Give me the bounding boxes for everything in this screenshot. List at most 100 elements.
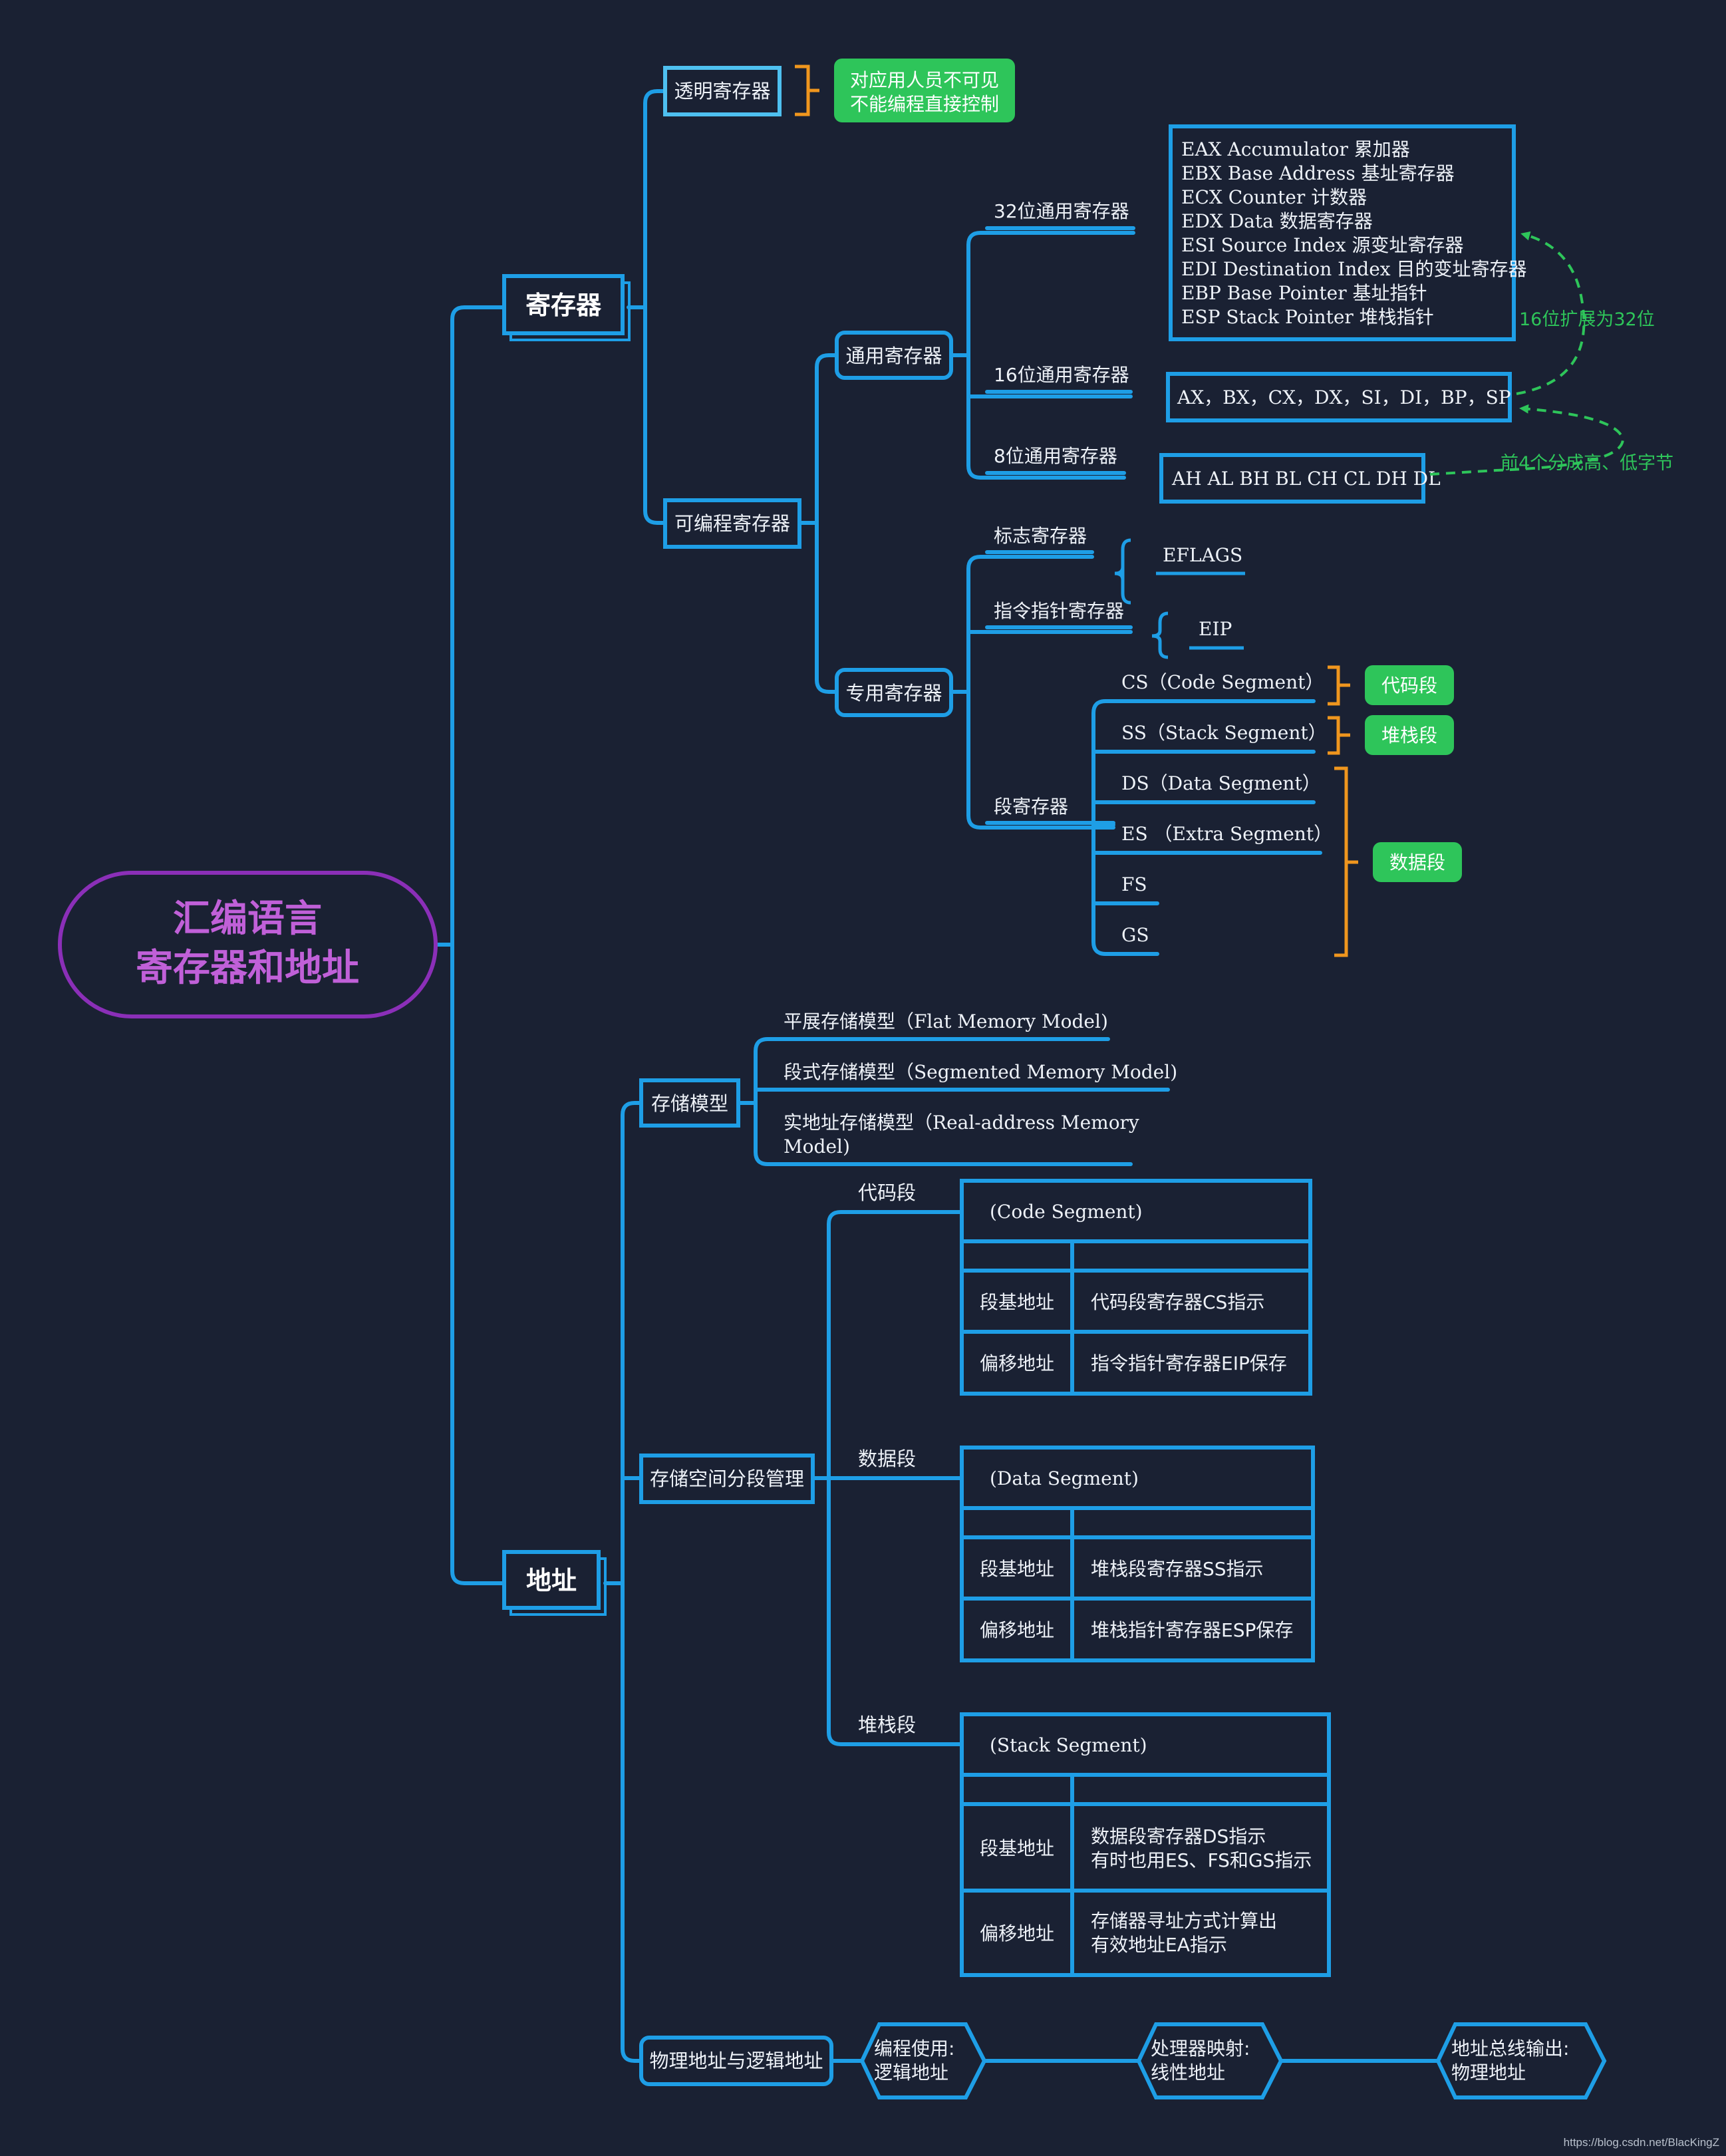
- data-segment-table: [960, 1446, 1315, 1662]
- linear-step-line2: 线性地址: [1151, 2062, 1225, 2083]
- stack-segment-table: [960, 1712, 1331, 1977]
- code-segment-tag-label: 代码段: [1381, 675, 1437, 696]
- reg32-item: EAX Accumulator 累加器: [1181, 138, 1410, 160]
- reg32-item: ECX Counter 计数器: [1181, 186, 1367, 208]
- physical-logical-node[interactable]: 物理地址与逻辑地址: [639, 2036, 833, 2086]
- physical-step-line2: 物理地址: [1451, 2062, 1526, 2083]
- segment-label-code: 代码段: [858, 1181, 916, 1204]
- stack-segment-tag: 堆栈段: [1365, 715, 1454, 755]
- registers-node[interactable]: 寄存器: [502, 274, 631, 341]
- code-segment-offset-value: 指令指针寄存器EIP保存: [1091, 1352, 1287, 1374]
- reg16-value-box: AX，BX，CX，DX，SI，DI，BP，SP: [1166, 372, 1512, 422]
- memory-model-node[interactable]: 存储模型: [639, 1078, 740, 1128]
- ip-register-value: EIP: [1199, 618, 1232, 640]
- memory-model-item: 实地址存储模型（Real-address Memory: [784, 1112, 1139, 1134]
- root-title-line2: 寄存器和地址: [136, 947, 359, 990]
- segment-register-item: FS: [1121, 873, 1147, 895]
- reg32-label: 32位通用寄存器: [994, 200, 1129, 222]
- general-register-node[interactable]: 通用寄存器: [835, 331, 953, 380]
- segment-register-item: SS（Stack Segment）: [1121, 722, 1327, 744]
- memory-model-item: Model): [784, 1136, 850, 1157]
- stack-segment-offset-value-line2: 有效地址EA指示: [1091, 1934, 1227, 1956]
- stack-segment-base-value-line2: 有时也用ES、FS和GS指示: [1091, 1849, 1312, 1871]
- physical-step-line1: 地址总线输出:: [1451, 2038, 1569, 2060]
- code-segment-header: (Code Segment): [990, 1201, 1143, 1223]
- stack-segment-tag-label: 堆栈段: [1381, 725, 1437, 746]
- transparent-note-line1: 对应用人员不可见: [850, 70, 999, 90]
- segment-label-data: 数据段: [858, 1448, 916, 1470]
- address-title: 地址: [526, 1566, 577, 1595]
- segment-register-item: DS（Data Segment）: [1121, 772, 1321, 794]
- registers-title: 寄存器: [525, 291, 602, 320]
- code-segment-offset-label: 偏移地址: [980, 1352, 1054, 1374]
- transparent-register-node[interactable]: 透明寄存器: [663, 66, 782, 116]
- data-segment-offset-value: 堆栈指针寄存器ESP保存: [1091, 1619, 1293, 1641]
- stack-segment-offset-value-line1: 存储器寻址方式计算出: [1091, 1910, 1277, 1932]
- transparent-note-line2: 不能编程直接控制: [850, 94, 999, 114]
- data-segment-offset-label: 偏移地址: [980, 1619, 1054, 1641]
- reg8-value-box: AH AL BH BL CH CL DH DL: [1159, 453, 1441, 504]
- data-segment-tag: 数据段: [1373, 842, 1462, 882]
- reg32-item: EBP Base Pointer 基址指针: [1181, 282, 1427, 304]
- data-segment-header: (Data Segment): [990, 1467, 1139, 1489]
- special-register-label: 专用寄存器: [845, 682, 942, 704]
- physical-logical-label: 物理地址与逻辑地址: [649, 2050, 823, 2072]
- stack-segment-offset-label: 偏移地址: [980, 1923, 1054, 1944]
- code-segment-tag: 代码段: [1365, 665, 1454, 705]
- logical-step-line1: 编程使用:: [874, 2038, 954, 2060]
- data-segment-base-label: 段基地址: [980, 1558, 1054, 1580]
- ip-brace: [1151, 611, 1169, 659]
- reg16-label: 16位通用寄存器: [994, 364, 1129, 386]
- segment-register-label: 段寄存器: [994, 796, 1068, 818]
- special-register-node[interactable]: 专用寄存器: [835, 668, 953, 717]
- segment-label-stack: 堆栈段: [858, 1714, 916, 1736]
- segmentation-node[interactable]: 存储空间分段管理: [639, 1454, 815, 1504]
- note-16-to-32: 16位扩展为32位: [1519, 309, 1655, 330]
- memory-model-item: 段式存储模型（Segmented Memory Model): [784, 1061, 1177, 1083]
- programmable-register-node[interactable]: 可编程寄存器: [663, 498, 801, 549]
- code-segment-base-label: 段基地址: [980, 1291, 1054, 1313]
- ip-register-label: 指令指针寄存器: [994, 600, 1124, 622]
- code-segment-table: [960, 1179, 1312, 1396]
- root-node[interactable]: 汇编语言 寄存器和地址: [58, 871, 438, 1018]
- note-8bit-split: 前4个分成高、低字节: [1501, 453, 1673, 474]
- flags-register-value: EFLAGS: [1163, 544, 1242, 566]
- segment-register-item: ES （Extra Segment）: [1121, 823, 1332, 845]
- reg32-list-box: EAX Accumulator 累加器 EBX Base Address 基址寄…: [1169, 124, 1526, 341]
- programmable-register-label: 可编程寄存器: [674, 512, 790, 535]
- linear-step-line1: 处理器映射:: [1151, 2038, 1250, 2060]
- physical-address-step[interactable]: 地址总线输出: 物理地址: [1435, 2022, 1607, 2099]
- reg32-item: ESP Stack Pointer 堆栈指针: [1181, 306, 1434, 328]
- memory-model-label: 存储模型: [651, 1092, 728, 1115]
- annotation-arrows: [1429, 231, 1625, 476]
- segmentation-label: 存储空间分段管理: [650, 1467, 804, 1490]
- reg8-label: 8位通用寄存器: [994, 445, 1117, 467]
- logical-address-step[interactable]: 编程使用: 逻辑地址: [859, 2022, 987, 2099]
- stack-segment-header: (Stack Segment): [990, 1734, 1147, 1756]
- reg8-value: AH AL BH BL CH CL DH DL: [1171, 468, 1441, 490]
- transparent-register-label: 透明寄存器: [674, 80, 770, 102]
- segment-register-item: CS（Code Segment）: [1121, 671, 1324, 693]
- logical-step-line2: 逻辑地址: [874, 2062, 948, 2083]
- reg32-item: EDI Destination Index 目的变址寄存器: [1181, 258, 1526, 280]
- memory-model-item: 平展存储模型（Flat Memory Model): [784, 1010, 1108, 1032]
- segment-brackets: [1328, 665, 1358, 957]
- data-segment-base-value: 堆栈段寄存器SS指示: [1091, 1558, 1264, 1580]
- flags-register-label: 标志寄存器: [994, 525, 1087, 547]
- reg16-value: AX，BX，CX，DX，SI，DI，BP，SP: [1177, 386, 1511, 408]
- segment-register-item: GS: [1121, 924, 1149, 946]
- root-title-line1: 汇编语言: [173, 897, 322, 941]
- stack-segment-base-label: 段基地址: [980, 1837, 1054, 1859]
- linear-address-step[interactable]: 处理器映射: 线性地址: [1136, 2022, 1284, 2099]
- reg32-item: EBX Base Address 基址寄存器: [1181, 162, 1455, 184]
- stack-segment-base-value-line1: 数据段寄存器DS指示: [1091, 1825, 1266, 1847]
- flags-brace: [1114, 538, 1131, 605]
- connector-lines: [434, 89, 1440, 2063]
- reg32-item: EDX Data 数据寄存器: [1181, 210, 1373, 232]
- address-node[interactable]: 地址: [502, 1550, 607, 1616]
- transparent-note-tag: 对应用人员不可见 不能编程直接控制: [834, 59, 1015, 122]
- footer-watermark: https://blog.csdn.net/BlacKingZ: [1564, 2136, 1719, 2149]
- transparent-bracket: [795, 65, 819, 116]
